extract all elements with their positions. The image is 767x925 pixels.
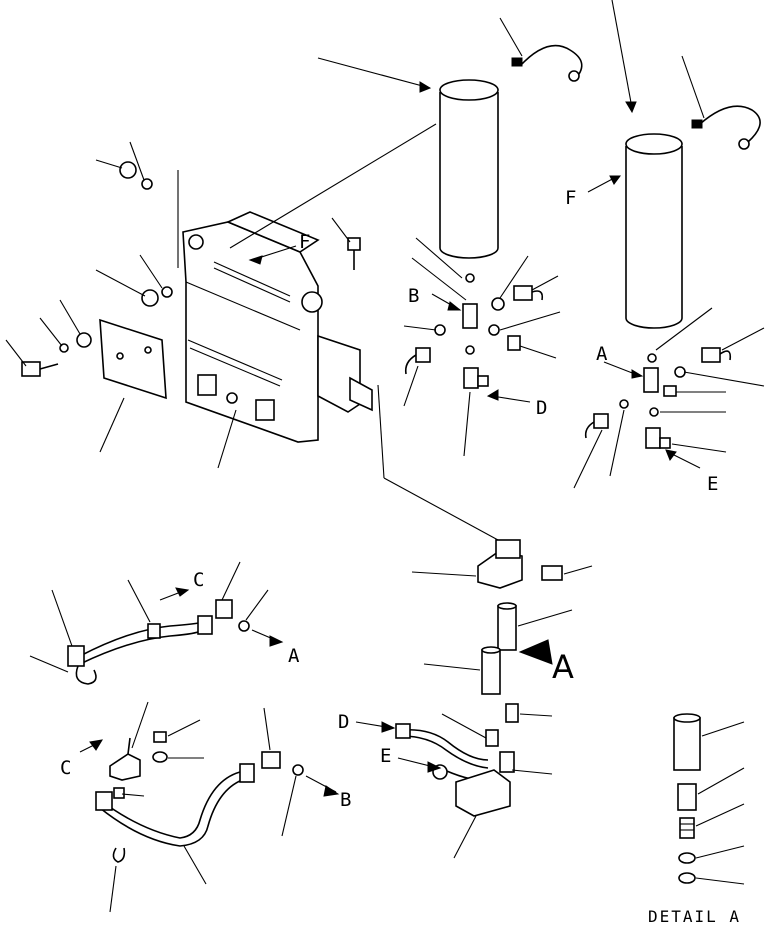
callout-C-mid: C [193, 569, 204, 591]
callout-F-right: F [565, 187, 576, 209]
callout-F-bracket: F [248, 231, 310, 265]
callout-A-big: A [552, 648, 574, 686]
callout-F-top: F [299, 231, 310, 253]
callout-D-top: D [536, 397, 547, 419]
callout-B-top: B [408, 285, 419, 307]
detail-a-caption: DETAIL A [648, 907, 741, 925]
valve-assembly: A D E [338, 539, 593, 859]
callout-C-low: C [60, 757, 71, 779]
callout-D-low: D [338, 711, 349, 733]
detail-a: DETAIL A [648, 713, 745, 925]
callout-A-mid: A [288, 645, 300, 667]
filter-cylinder-center: B D [317, 17, 583, 457]
filter-cylinder-right: F A E [565, 0, 765, 495]
callout-B-low: B [340, 789, 351, 811]
callout-A-right: A [596, 343, 608, 365]
callout-E-right: E [707, 473, 718, 495]
bracket-assembly [5, 123, 499, 541]
hose-assembly-upper: C A [29, 561, 300, 685]
hose-assembly-lower: C B [60, 701, 351, 913]
callout-E-low: E [380, 745, 391, 767]
